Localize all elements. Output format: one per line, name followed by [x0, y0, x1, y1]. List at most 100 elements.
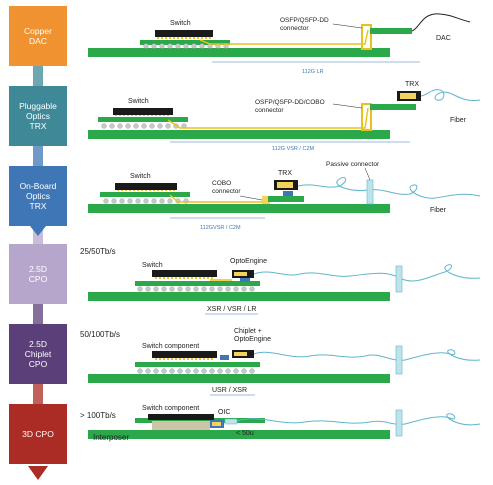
connector-leader [239, 195, 263, 201]
stage-label-line: Copper [24, 26, 52, 36]
solder-ball [217, 286, 223, 292]
stage-label-line: CPO [29, 359, 48, 369]
trx-label: TRX [278, 170, 292, 177]
solder-ball [191, 43, 197, 49]
label-line: connector [280, 25, 309, 32]
solder-ball [175, 43, 181, 49]
fiber [420, 89, 481, 101]
cable-plug [370, 28, 412, 34]
solder-ball [137, 368, 143, 374]
solder-ball [201, 368, 207, 374]
solder-ball [201, 286, 207, 292]
stage-label-line: 2.5D [29, 264, 47, 274]
solder-ball [127, 198, 133, 204]
solder-balls [143, 43, 229, 49]
solder-ball [143, 43, 149, 49]
connector-leader [332, 103, 363, 109]
package-substrate [100, 192, 190, 197]
solder-ball [241, 286, 247, 292]
connector [361, 24, 372, 50]
solder-ball [145, 286, 151, 292]
passive-label: Passive connector [326, 161, 380, 168]
passive-connector [395, 265, 403, 293]
bump [174, 276, 178, 280]
bump [186, 357, 190, 361]
chiplet [220, 355, 229, 360]
solder-ball [119, 198, 125, 204]
bump [182, 357, 186, 361]
label-line: OptoEngine [234, 336, 271, 343]
bandwidth-label: > 100Tb/s [80, 411, 116, 420]
solder-ball [233, 286, 239, 292]
bump [166, 276, 170, 280]
solder-ball [249, 286, 255, 292]
bump [198, 276, 202, 280]
fiber [253, 264, 481, 282]
label-line: connector [255, 107, 284, 114]
stage-connector [33, 384, 43, 404]
bump [186, 276, 190, 280]
solder-ball [157, 123, 163, 129]
pcb-board [88, 48, 390, 57]
reach-label: 112G VSR / C2M [272, 146, 314, 152]
solder-ball [167, 43, 173, 49]
label-line: OSFP/QSFP-DD [280, 17, 329, 24]
solder-ball [185, 286, 191, 292]
solder-balls [101, 123, 187, 129]
dac-cable [411, 13, 471, 32]
bump [184, 36, 188, 40]
row-3d-cpo: > 100Tb/s Switch component Interposer OI… [80, 405, 481, 442]
switch-chip [152, 351, 217, 358]
solder-ball [177, 368, 183, 374]
stage-label-line: 2.5D [29, 339, 47, 349]
solder-balls [137, 286, 255, 292]
passive-connector [395, 409, 403, 437]
progression-arrow [28, 466, 48, 480]
label-line: COBO [212, 180, 231, 187]
bump [170, 357, 174, 361]
bump [176, 36, 180, 40]
bump [178, 276, 182, 280]
progression-arrow [30, 226, 46, 236]
pcb-board [88, 292, 390, 301]
end-label: Fiber [430, 207, 447, 214]
switch-label: Switch [130, 173, 151, 180]
solder-ball [165, 123, 171, 129]
solder-ball [141, 123, 147, 129]
bump [206, 357, 210, 361]
interposer-label: Interposer [93, 433, 129, 442]
bump [174, 357, 178, 361]
engine-label: OptoEngine [230, 258, 267, 265]
stage-label-line: Pluggable [19, 101, 57, 111]
pitch-label: < 50u [236, 430, 254, 437]
reach-label: 112G LR [302, 69, 324, 75]
solder-ball [135, 198, 141, 204]
bump [182, 276, 186, 280]
bump [204, 36, 208, 40]
bump [156, 36, 160, 40]
solder-ball [117, 123, 123, 129]
solder-ball [151, 198, 157, 204]
stage-label-line: TRX [30, 121, 47, 131]
solder-ball [153, 368, 159, 374]
solder-ball [209, 368, 215, 374]
bump [210, 276, 214, 280]
solder-ball [185, 368, 191, 374]
solder-ball [167, 198, 173, 204]
bump [202, 276, 206, 280]
passive-leader [364, 167, 371, 181]
solder-ball [103, 198, 109, 204]
stage-label-line: Chiplet [25, 349, 52, 359]
solder-ball [149, 123, 155, 129]
pcb-board [88, 374, 390, 383]
package-substrate [135, 281, 260, 286]
row-chiplet-cpo: 50/100Tb/s Switch component Chiplet +Opt… [80, 328, 481, 396]
label-line: OSFP/QSFP-DD/COBO [255, 99, 325, 106]
bump [202, 357, 206, 361]
bump [154, 357, 158, 361]
